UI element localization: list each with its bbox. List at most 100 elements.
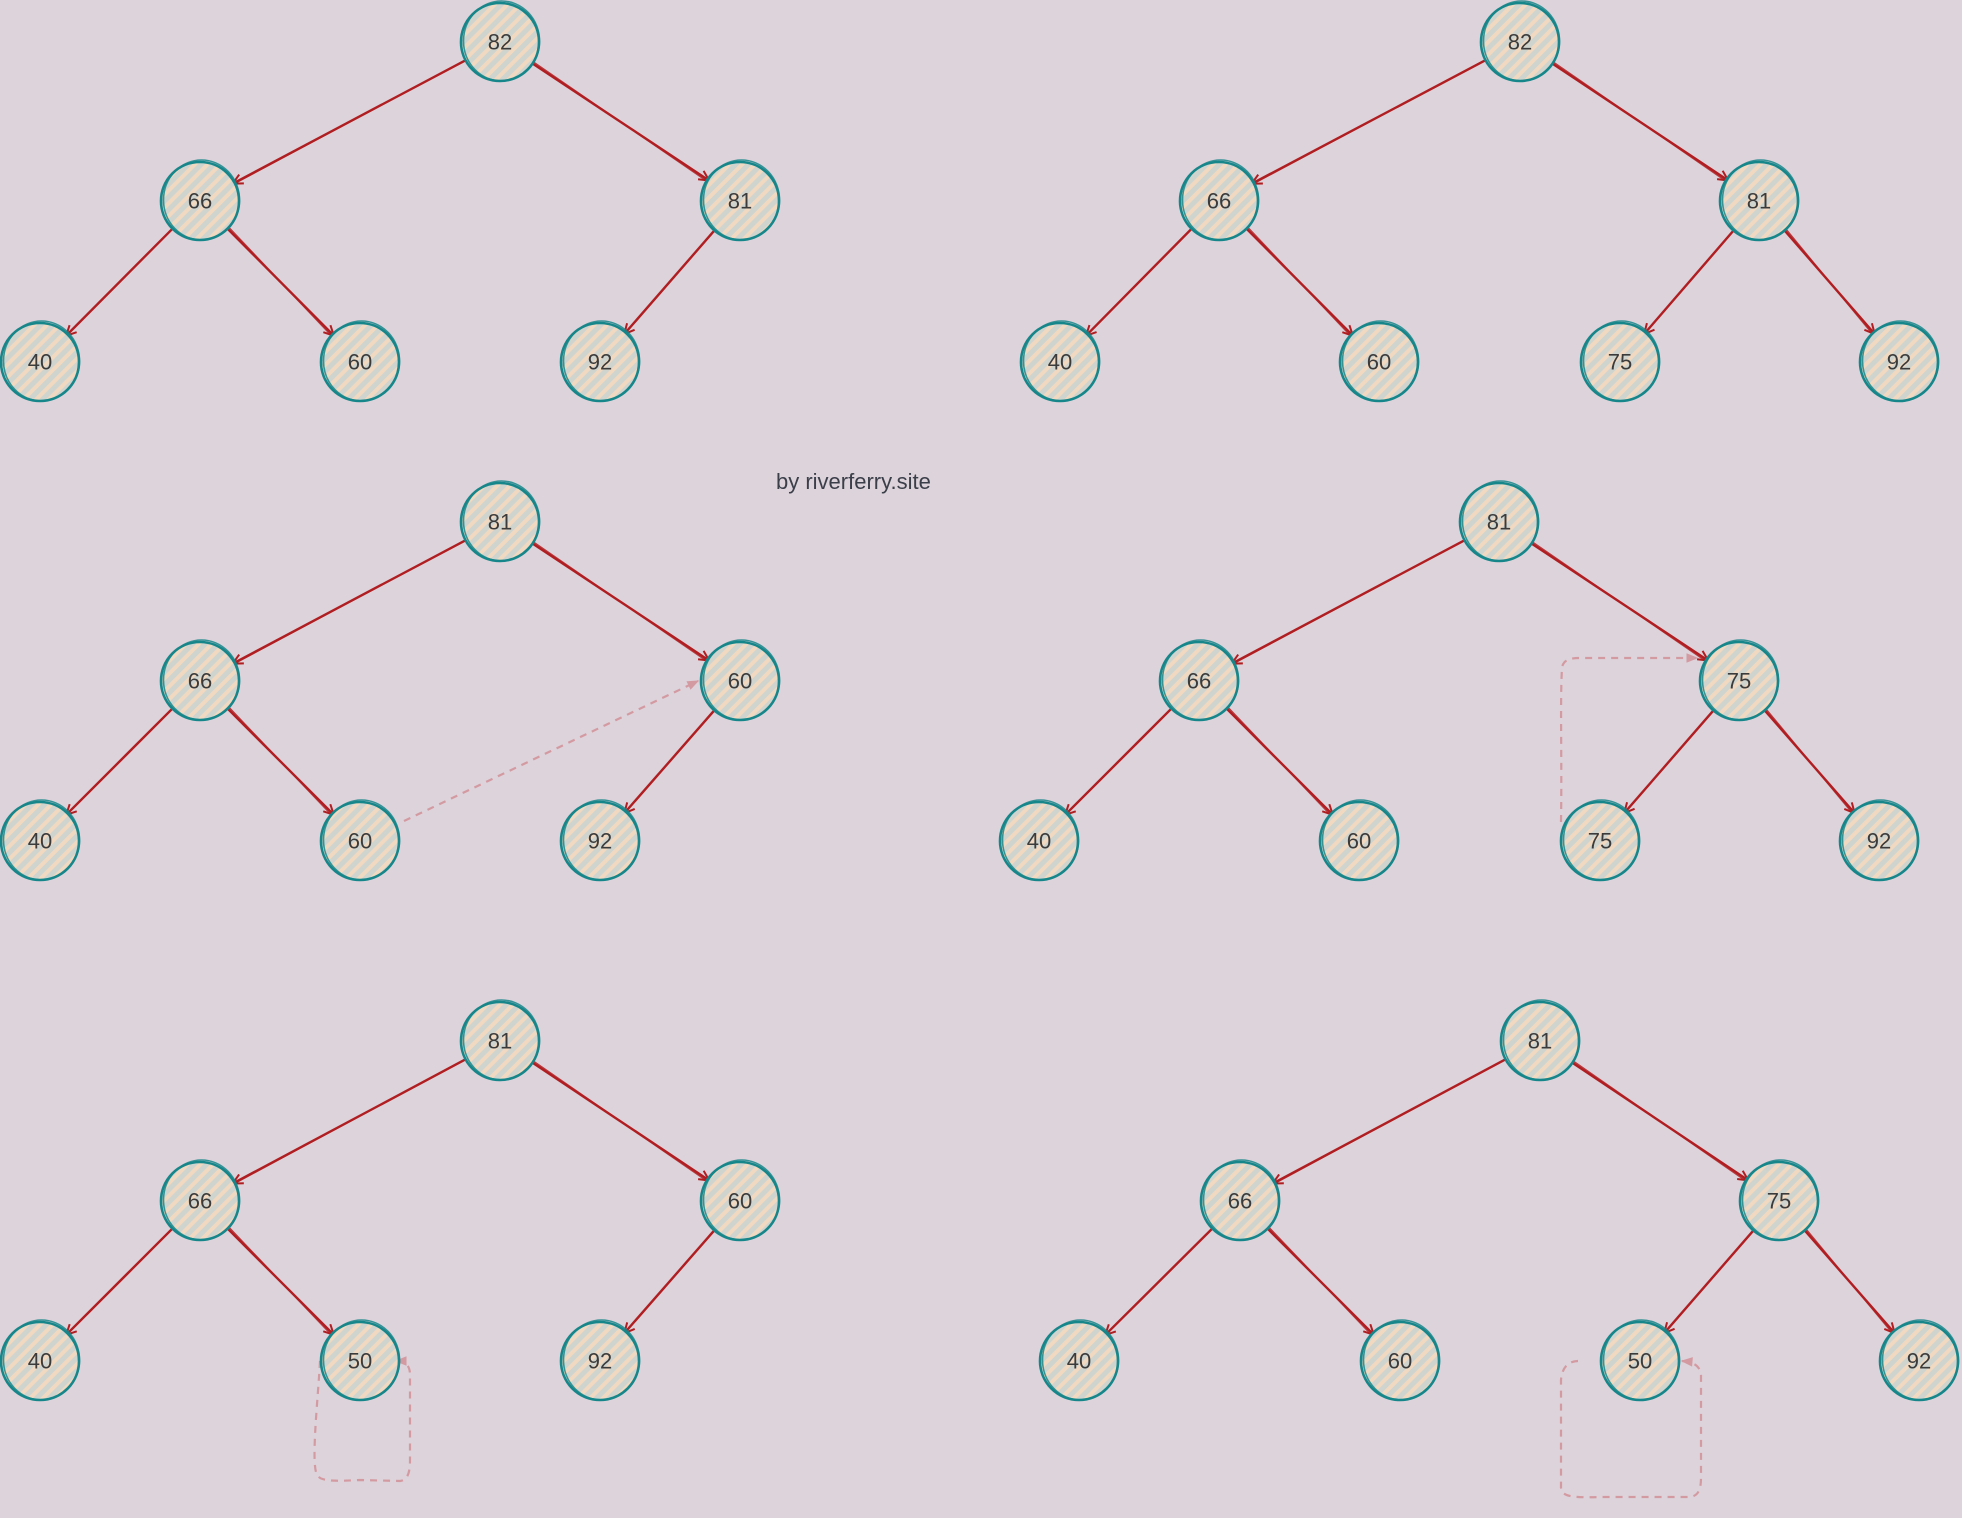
node-value: 75 bbox=[1767, 1189, 1791, 1214]
node-value: 66 bbox=[188, 669, 212, 694]
node-value: 92 bbox=[588, 350, 612, 375]
tree-node: 75 bbox=[1698, 639, 1780, 722]
node-value: 75 bbox=[1608, 350, 1632, 375]
edge-tree-6-5 bbox=[1803, 1228, 1895, 1336]
edge-tree-2-0 bbox=[1251, 58, 1488, 186]
tree-node: 40 bbox=[998, 799, 1080, 882]
node-value: 92 bbox=[588, 829, 612, 854]
nodes-layer: 82 66 81 40 60 92 82 66 81 40 60 75 92 81 66 60 40 60 92 81… bbox=[0, 0, 1960, 1402]
tree-node: 66 bbox=[159, 159, 241, 242]
tree-node: 81 bbox=[699, 159, 781, 242]
node-value: 66 bbox=[1207, 189, 1231, 214]
tree-node: 60 bbox=[1318, 799, 1400, 882]
edge-tree-3-1 bbox=[531, 541, 710, 663]
tree-node: 40 bbox=[0, 320, 81, 403]
edge-tree-6-0 bbox=[1272, 1057, 1508, 1186]
node-value: 66 bbox=[1187, 669, 1211, 694]
node-value: 75 bbox=[1588, 829, 1612, 854]
edge-tree-1-2 bbox=[65, 226, 175, 338]
node-value: 81 bbox=[1487, 510, 1511, 535]
node-value: 40 bbox=[1027, 829, 1051, 854]
tree-node: 81 bbox=[1718, 159, 1800, 242]
node-value: 92 bbox=[1907, 1349, 1931, 1374]
edge-tree-6-4 bbox=[1662, 1228, 1756, 1336]
tree-node: 81 bbox=[1499, 999, 1581, 1082]
node-value: 75 bbox=[1727, 669, 1751, 694]
move-arrows-layer bbox=[313, 658, 1703, 1499]
tree-node: 40 bbox=[0, 1319, 81, 1402]
tree-node: 66 bbox=[159, 639, 241, 722]
node-value: 66 bbox=[188, 1189, 212, 1214]
tree-node: 81 bbox=[459, 480, 541, 563]
edge-tree-2-3 bbox=[1245, 226, 1352, 338]
tree-node: 60 bbox=[1359, 1319, 1441, 1402]
edge-tree-2-2 bbox=[1085, 227, 1194, 338]
node-value: 40 bbox=[28, 1349, 52, 1374]
tree-node: 40 bbox=[0, 799, 81, 882]
edge-tree-4-0 bbox=[1231, 538, 1467, 666]
edge-tree-4-5 bbox=[1763, 708, 1855, 816]
edge-tree-3-4 bbox=[622, 708, 717, 816]
tree-node: 75 bbox=[1738, 1159, 1820, 1242]
edge-tree-5-0 bbox=[232, 1057, 468, 1186]
tree-node: 92 bbox=[559, 799, 641, 882]
move-arrow-tree-5 bbox=[313, 1361, 412, 1483]
edge-tree-5-4 bbox=[622, 1228, 717, 1336]
edge-tree-3-0 bbox=[232, 538, 468, 666]
edge-tree-4-3 bbox=[1225, 706, 1333, 817]
tree-node: 40 bbox=[1019, 320, 1101, 403]
edge-tree-6-1 bbox=[1571, 1060, 1748, 1183]
node-value: 81 bbox=[728, 189, 752, 214]
node-value: 82 bbox=[1508, 30, 1532, 55]
tree-node: 50 bbox=[319, 1319, 401, 1402]
node-value: 60 bbox=[348, 829, 372, 854]
tree-node: 60 bbox=[699, 1159, 781, 1242]
node-value: 60 bbox=[728, 1189, 752, 1214]
edge-tree-5-1 bbox=[531, 1060, 709, 1183]
node-value: 82 bbox=[488, 30, 512, 55]
node-value: 40 bbox=[1048, 350, 1072, 375]
tree-node: 92 bbox=[1858, 320, 1940, 403]
tree-node: 60 bbox=[699, 639, 781, 722]
tree-node: 60 bbox=[1338, 320, 1420, 403]
edge-tree-3-3 bbox=[226, 706, 334, 817]
node-value: 60 bbox=[1367, 350, 1391, 375]
edge-tree-2-1 bbox=[1551, 61, 1728, 183]
node-value: 81 bbox=[1747, 189, 1771, 214]
node-value: 60 bbox=[348, 350, 372, 375]
tree-node: 60 bbox=[319, 799, 401, 882]
node-value: 50 bbox=[348, 1349, 372, 1374]
tree-node: 75 bbox=[1579, 320, 1661, 403]
edge-tree-5-3 bbox=[226, 1226, 334, 1337]
tree-node: 92 bbox=[1878, 1319, 1960, 1402]
node-value: 92 bbox=[1887, 350, 1911, 375]
edges-layer bbox=[65, 58, 1895, 1337]
edge-tree-1-0 bbox=[232, 58, 468, 186]
edge-tree-4-2 bbox=[1064, 706, 1174, 817]
node-value: 66 bbox=[188, 189, 212, 214]
node-value: 81 bbox=[488, 1029, 512, 1054]
tree-node: 66 bbox=[1178, 159, 1260, 242]
tree-node: 92 bbox=[559, 320, 641, 403]
tree-node: 81 bbox=[459, 999, 541, 1082]
edge-tree-3-2 bbox=[65, 706, 175, 817]
edge-tree-2-5 bbox=[1783, 228, 1875, 337]
tree-node: 92 bbox=[1838, 799, 1920, 882]
node-value: 92 bbox=[588, 1349, 612, 1374]
node-value: 60 bbox=[1388, 1349, 1412, 1374]
move-arrow-tree-6 bbox=[1559, 1361, 1703, 1499]
tree-node: 66 bbox=[159, 1159, 241, 1242]
node-value: 40 bbox=[1067, 1349, 1091, 1374]
tree-node: 82 bbox=[1479, 0, 1561, 83]
tree-node: 81 bbox=[1458, 480, 1540, 563]
tree-node: 82 bbox=[459, 0, 541, 83]
watermark-text: by riverferry.site bbox=[776, 469, 931, 494]
node-value: 40 bbox=[28, 350, 52, 375]
edge-tree-6-2 bbox=[1104, 1226, 1215, 1337]
node-value: 60 bbox=[728, 669, 752, 694]
edge-tree-1-1 bbox=[531, 61, 710, 183]
tree-node: 60 bbox=[319, 320, 401, 403]
edge-tree-1-4 bbox=[622, 228, 717, 337]
edge-tree-5-2 bbox=[65, 1226, 175, 1337]
tree-node: 92 bbox=[559, 1319, 641, 1402]
